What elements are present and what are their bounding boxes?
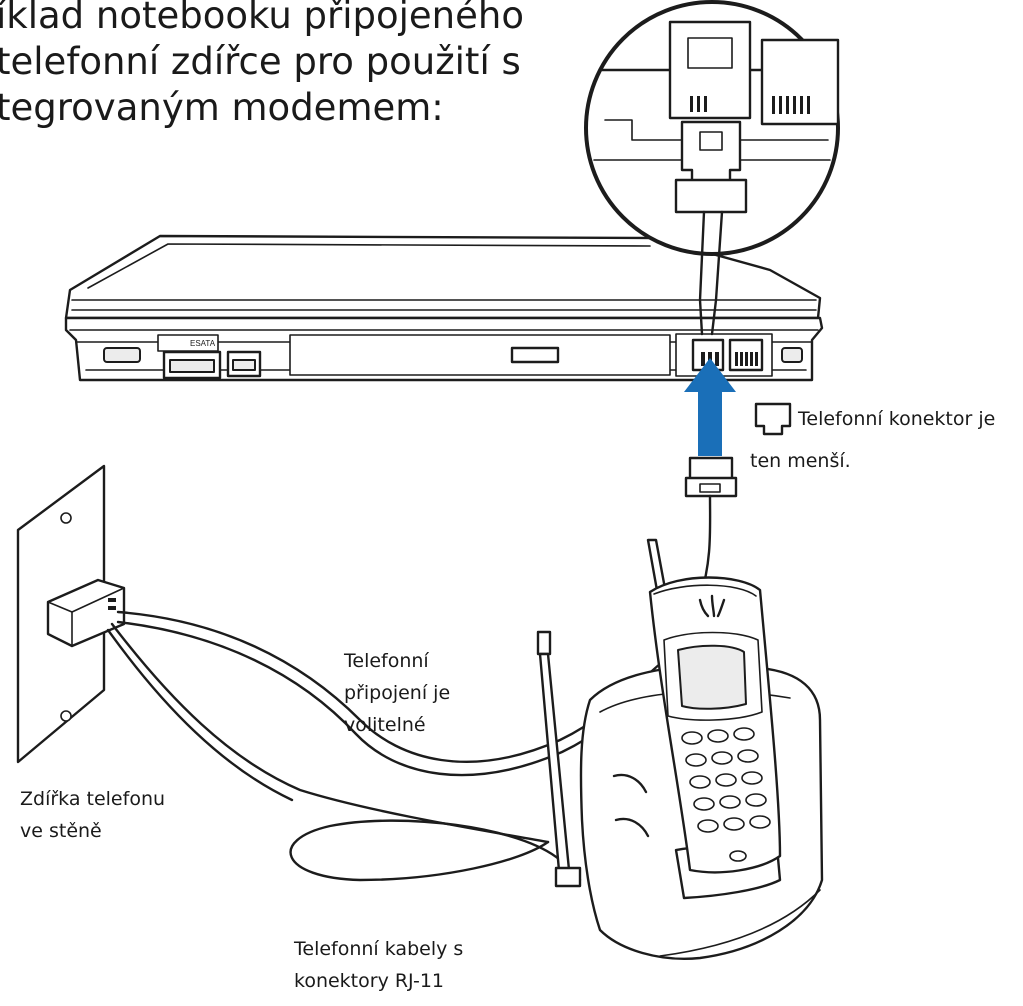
connector-note-line-2: ten menší.: [750, 450, 851, 472]
base-antenna: [536, 630, 582, 888]
wall-jack: [16, 464, 126, 764]
rj11-connector-icon: [754, 402, 792, 436]
wall-jack-label-line-2: ve stěně: [20, 820, 102, 842]
magnified-port-view: [584, 0, 840, 336]
heading-line-2: telefonní zdířce pro použití s: [0, 40, 521, 83]
handset-keypad: [681, 727, 771, 862]
wall-jack-label-line-1: Zdířka telefonu: [20, 788, 166, 810]
connector-note-line-1: Telefonní konektor je: [798, 408, 996, 430]
optional-connection-line-3: volitelné: [344, 714, 426, 736]
esata-label: ESATA: [190, 339, 216, 348]
laptop: ESATA: [64, 234, 824, 382]
upward-arrow: [684, 358, 736, 456]
optional-connection-line-2: připojení je: [344, 682, 451, 704]
optional-connection-line-1: Telefonní: [344, 650, 429, 672]
heading-line-1: íklad notebooku připojeného: [0, 0, 524, 37]
cables-label-line-2: konektory RJ-11: [294, 970, 445, 992]
rj11-plug: [684, 456, 738, 600]
heading-line-3: tegrovaným modemem:: [0, 86, 444, 129]
cables-label-line-1: Telefonní kabely s: [294, 938, 464, 960]
handset: [646, 538, 782, 874]
